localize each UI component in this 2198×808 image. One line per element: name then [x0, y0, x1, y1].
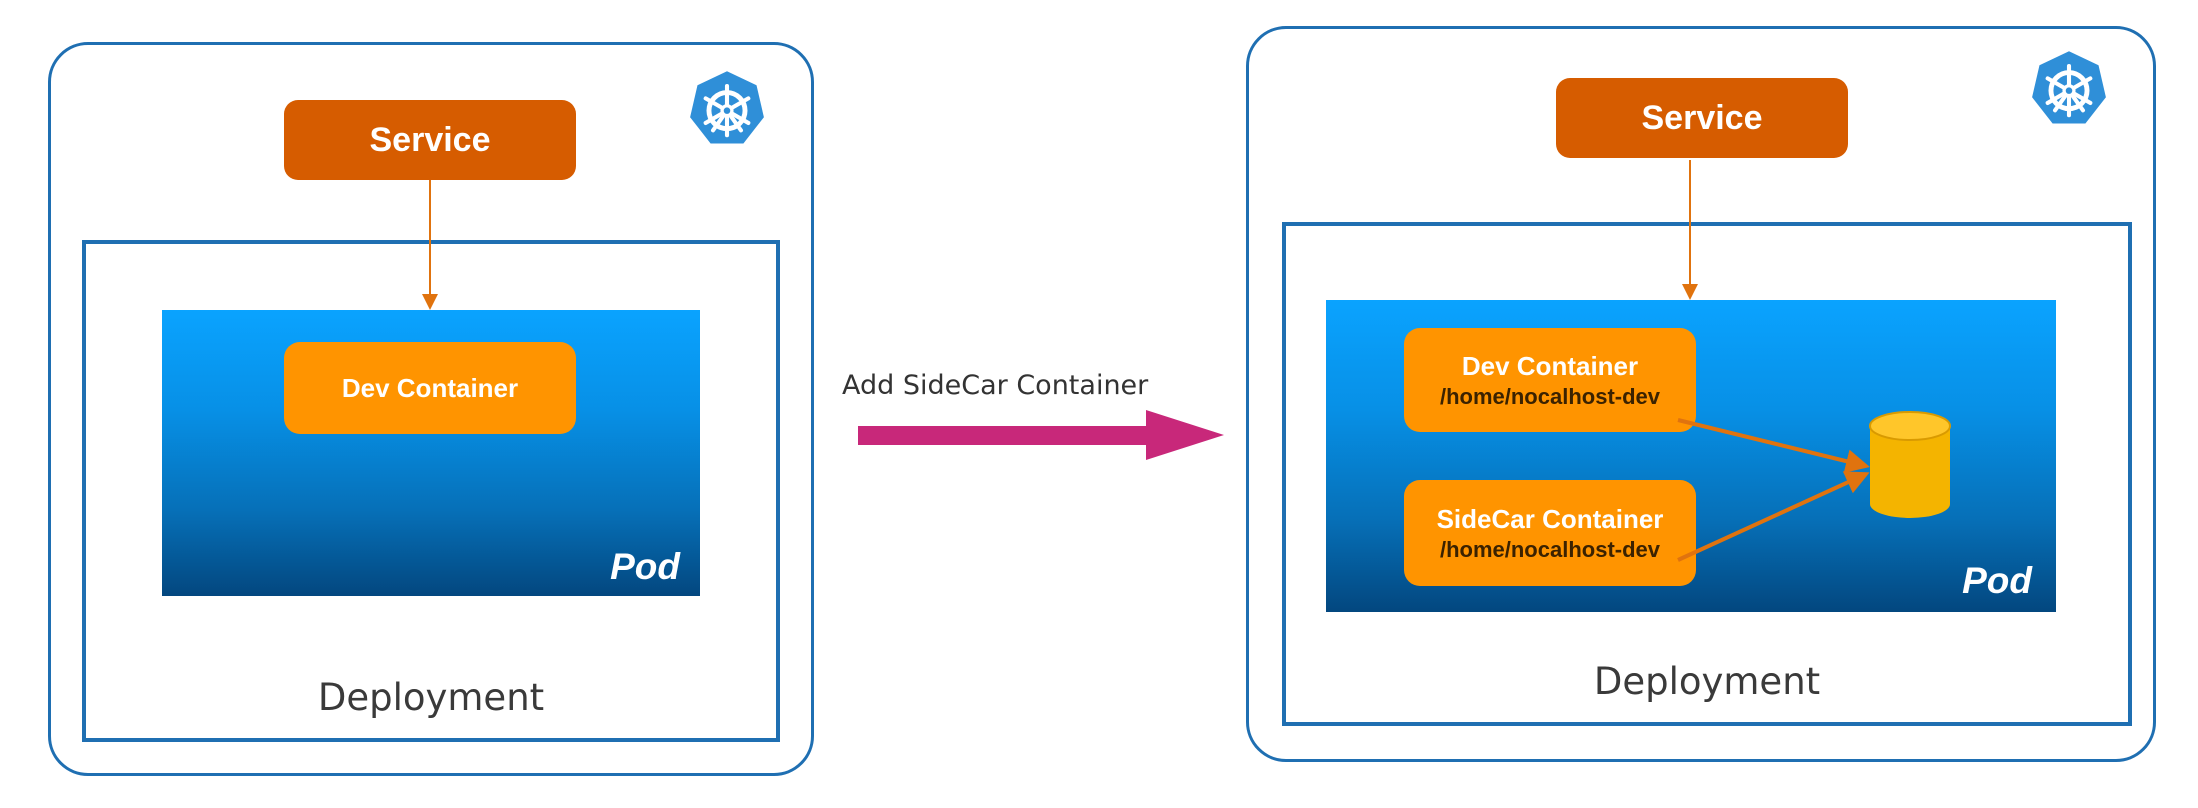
right-dev-container-path: /home/nocalhost-dev [1439, 384, 1661, 409]
kubernetes-icon [686, 68, 768, 150]
left-dev-container-label: Dev Container [341, 373, 519, 403]
right-dev-container: Dev Container /home/nocalhost-dev [1404, 328, 1696, 432]
right-sidecar-container: SideCar Container /home/nocalhost-dev [1404, 480, 1696, 586]
dev-volume-connector [1677, 418, 1870, 473]
right-pod-label: Pod [1962, 560, 2032, 601]
left-pod-label: Pod [610, 546, 680, 587]
right-dev-container-label: Dev Container [1461, 351, 1639, 381]
volume-cylinder-icon [1868, 410, 1952, 520]
left-dev-container: Dev Container [284, 342, 576, 434]
kubernetes-icon [2028, 48, 2110, 130]
transition-label: Add SideCar Container [842, 370, 1149, 401]
right-service-label: Service [1641, 98, 1763, 137]
right-sidecar-container-label: SideCar Container [1436, 504, 1664, 534]
right-sidecar-container-path: /home/nocalhost-dev [1439, 537, 1661, 562]
left-service-label: Service [369, 120, 491, 159]
transition-arrow [858, 410, 1224, 460]
right-service-box: Service [1556, 78, 1848, 158]
left-service-box: Service [284, 100, 576, 180]
right-deployment-label: Deployment [1593, 660, 1821, 703]
left-deployment-label: Deployment [317, 676, 545, 719]
sidecar-volume-connector [1677, 471, 1870, 562]
